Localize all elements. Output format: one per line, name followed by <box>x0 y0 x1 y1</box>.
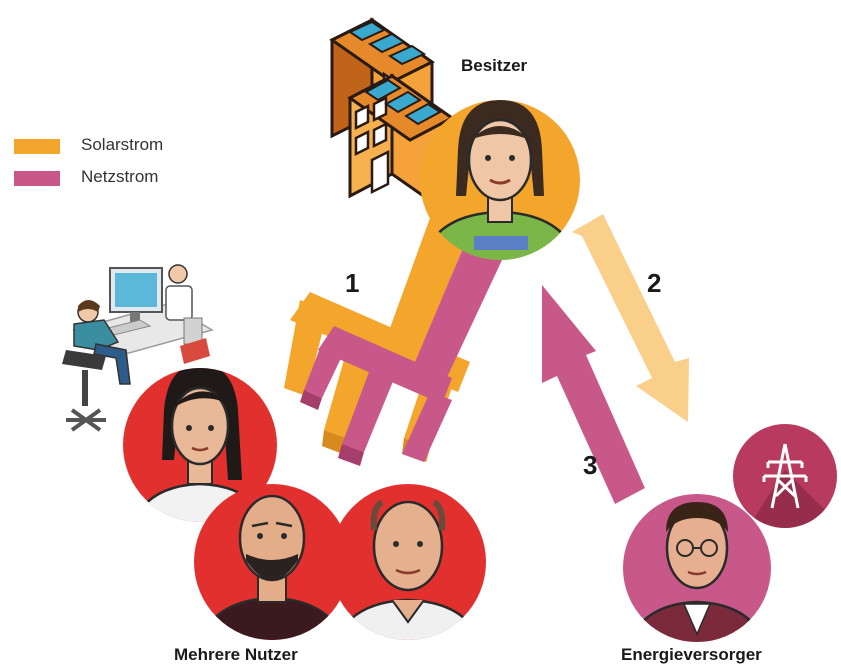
user-avatar-older-man <box>330 484 486 640</box>
building-icon <box>329 17 455 219</box>
legend-swatch-grid <box>14 171 60 186</box>
arrow-grid-to-owner <box>542 285 645 504</box>
office-workers-icon <box>62 264 214 432</box>
legend-swatch-solar <box>14 139 60 154</box>
owner-label: Besitzer <box>461 56 528 75</box>
legend-label-grid: Netzstrom <box>81 167 159 186</box>
flow-number-1: 1 <box>345 268 360 298</box>
users-label: Mehrere Nutzer <box>174 645 298 664</box>
flow-number-3: 3 <box>583 450 598 480</box>
power-pylon-icon <box>733 424 837 528</box>
arrow-solar-to-utility <box>572 214 689 422</box>
utility-avatar <box>623 494 771 642</box>
user-avatar-bearded-man <box>194 484 350 640</box>
legend-label-solar: Solarstrom <box>81 135 164 154</box>
arrow-grid-to-users <box>300 227 510 466</box>
flow-number-2: 2 <box>647 268 662 298</box>
utility-label: Energieversorger <box>621 645 762 664</box>
